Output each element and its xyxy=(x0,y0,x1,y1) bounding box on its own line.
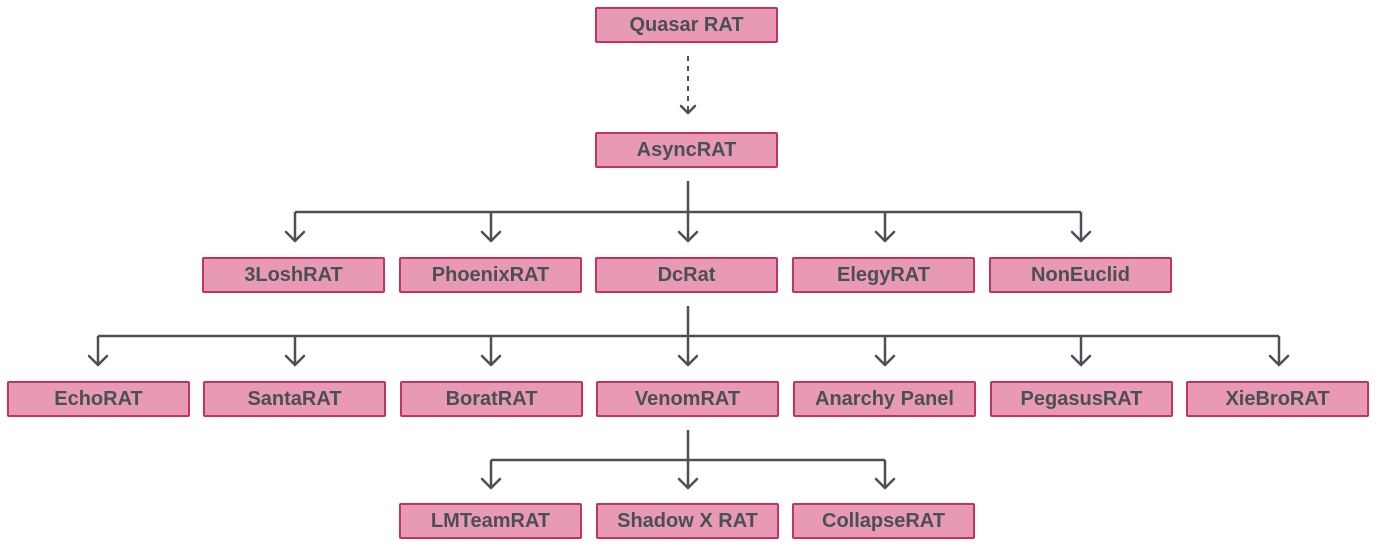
edge-group-venom-children xyxy=(480,430,896,490)
arrowhead-icon xyxy=(874,477,896,490)
edge-quasar-to-async xyxy=(679,56,697,115)
node-lmteam-rat: LMTeamRAT xyxy=(399,503,582,539)
node-anarchy-panel: Anarchy Panel xyxy=(793,381,976,417)
node-collapse-rat: CollapseRAT xyxy=(792,503,975,539)
arrowhead-icon xyxy=(284,230,306,243)
node-xiebro-rat: XieBroRAT xyxy=(1186,381,1369,417)
arrowhead-icon xyxy=(1268,354,1290,367)
node-santa-rat: SantaRAT xyxy=(203,381,386,417)
node-borat-rat: BoratRAT xyxy=(400,381,583,417)
arrowhead-icon xyxy=(480,230,502,243)
node-non-euclid: NonEuclid xyxy=(989,257,1172,293)
arrowhead-icon xyxy=(480,354,502,367)
node-elegy-rat: ElegyRAT xyxy=(792,257,975,293)
arrowhead-icon xyxy=(1070,230,1092,243)
arrowhead-icon xyxy=(1070,354,1092,367)
arrowhead-icon xyxy=(87,354,109,367)
arrowhead-icon xyxy=(480,477,502,490)
node-quasar-rat: Quasar RAT xyxy=(595,7,778,43)
edge-group-dcrat-children xyxy=(87,306,1290,367)
arrowhead-icon xyxy=(677,477,699,490)
node-phoenix-rat: PhoenixRAT xyxy=(399,257,582,293)
node-shadow-x-rat: Shadow X RAT xyxy=(596,503,779,539)
node-pegasus-rat: PegasusRAT xyxy=(990,381,1173,417)
arrowhead-icon xyxy=(677,354,699,367)
arrowhead-icon xyxy=(677,230,699,243)
edge-group-async-children xyxy=(284,181,1092,243)
node-venom-rat: VenomRAT xyxy=(596,381,779,417)
node-dc-rat: DcRat xyxy=(595,257,778,293)
arrowhead-icon xyxy=(284,354,306,367)
arrowhead-icon xyxy=(874,354,896,367)
arrowhead-icon xyxy=(874,230,896,243)
node-async-rat: AsyncRAT xyxy=(595,132,778,168)
node-3losh-rat: 3LoshRAT xyxy=(202,257,385,293)
arrowhead-icon xyxy=(679,104,697,115)
node-echo-rat: EchoRAT xyxy=(7,381,190,417)
